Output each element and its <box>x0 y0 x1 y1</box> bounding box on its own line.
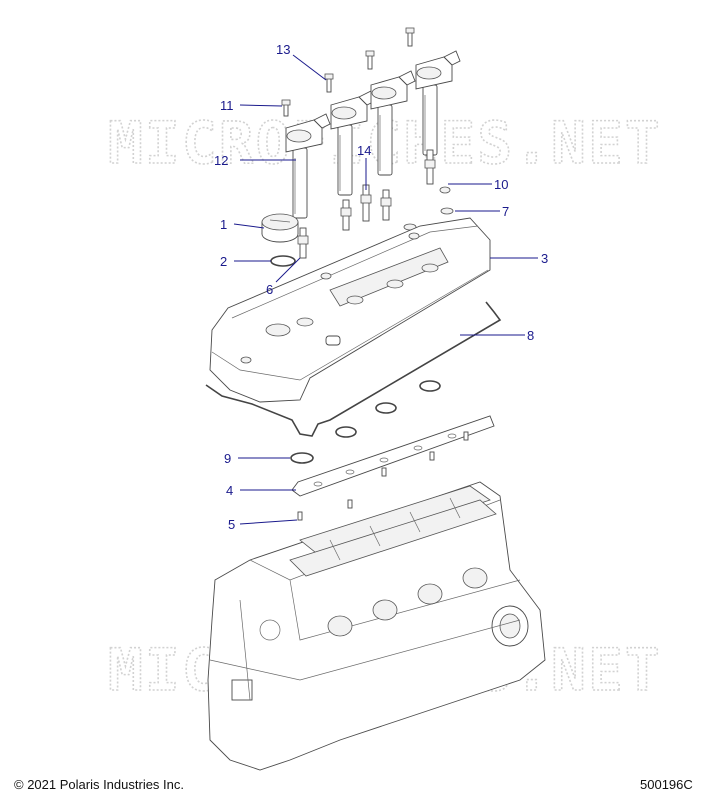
small-bolts <box>297 431 469 521</box>
cam-gasket <box>291 415 495 497</box>
engine-block <box>207 481 546 771</box>
valve-cover-gasket <box>205 301 502 437</box>
plug-tube-seals <box>403 186 454 231</box>
spark-plugs <box>297 149 436 259</box>
callout-13: 13 <box>276 42 290 57</box>
coil-bolts <box>281 27 415 117</box>
diagram-code: 500196C <box>640 777 693 792</box>
callout-14: 14 <box>357 143 371 158</box>
oil-filler-cap <box>261 213 299 243</box>
callout-8: 8 <box>527 328 534 343</box>
callout-leaders <box>233 54 538 525</box>
valve-cover <box>209 217 491 403</box>
callout-1: 1 <box>220 217 227 232</box>
callout-6: 6 <box>266 282 273 297</box>
callout-4: 4 <box>226 483 233 498</box>
callout-3: 3 <box>541 251 548 266</box>
callout-11: 11 <box>220 98 234 113</box>
callout-7: 7 <box>502 204 509 219</box>
copyright-notice: © 2021 Polaris Industries Inc. <box>14 777 184 792</box>
o-ring <box>270 255 296 267</box>
callout-5: 5 <box>228 517 235 532</box>
ignition-coils <box>285 50 461 219</box>
callout-12: 12 <box>214 153 228 168</box>
callout-9: 9 <box>224 451 231 466</box>
callout-10: 10 <box>494 177 508 192</box>
callout-2: 2 <box>220 254 227 269</box>
tube-seals <box>290 380 441 464</box>
callout-numbers: 1 2 3 4 5 6 7 8 9 10 11 12 13 14 <box>214 42 548 532</box>
